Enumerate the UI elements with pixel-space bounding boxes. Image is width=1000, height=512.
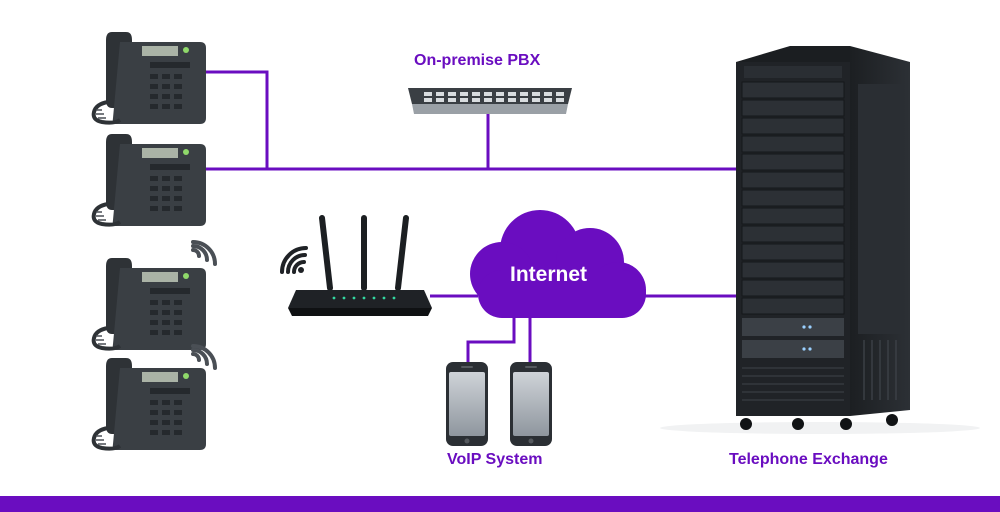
smartphone-icon [446, 362, 488, 446]
voip-system-label: VoIP System [447, 451, 543, 468]
desk-phone-2 [91, 132, 208, 228]
connection-lines [188, 70, 740, 362]
wifi-signal-icon [191, 344, 217, 370]
smartphone-left [446, 362, 488, 446]
telephone-exchange-label: Telephone Exchange [729, 451, 888, 468]
wifi-signal-icon [280, 246, 308, 274]
rack-units [741, 81, 845, 315]
line-phone1-to-bus [188, 70, 269, 169]
wifi-signal-icon [191, 240, 217, 266]
desk-phone-4 [91, 356, 208, 452]
smartphone-right [510, 362, 552, 446]
desk-phone-icon [91, 256, 208, 352]
internet-label: Internet [510, 263, 588, 286]
desk-phone-icon [91, 30, 208, 126]
network-switch-icon [408, 88, 572, 114]
desk-phone-icon [91, 132, 208, 228]
smartphone-icon [510, 362, 552, 446]
cloud-icon [470, 210, 646, 318]
server-rack-icon [660, 46, 980, 434]
footer-accent-bar [0, 496, 1000, 512]
line-cloud-to-phone-a [466, 318, 516, 362]
desk-phone-3 [91, 256, 208, 352]
pbx-label: On-premise PBX [414, 52, 541, 69]
desk-phone-icon [91, 356, 208, 452]
desk-phone-1 [91, 30, 208, 126]
router-icon [288, 215, 432, 316]
